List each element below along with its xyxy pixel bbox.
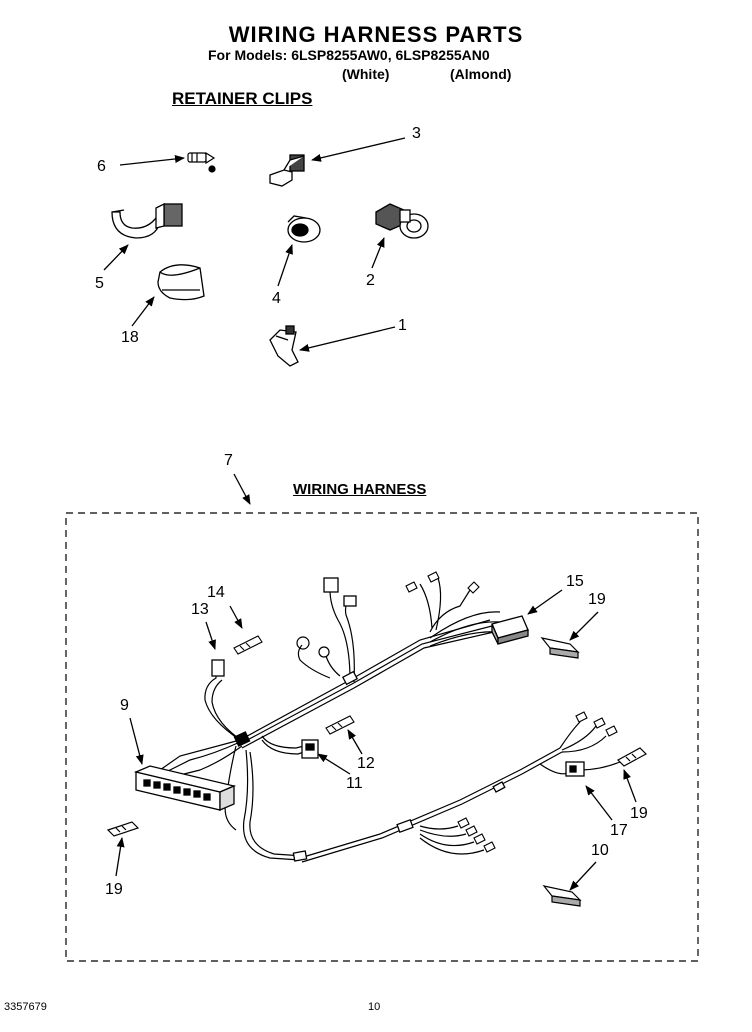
models-line: For Models: 6LSP8255AW0, 6LSP8255AN0 bbox=[208, 47, 490, 63]
callout-13: 13 bbox=[191, 601, 209, 618]
arrow-3 bbox=[311, 137, 406, 162]
callout-2: 2 bbox=[366, 272, 375, 289]
arrow-19-left bbox=[115, 837, 125, 877]
callout-11: 11 bbox=[346, 775, 363, 792]
arrow-9 bbox=[129, 717, 144, 765]
callout-6: 6 bbox=[97, 158, 106, 175]
wiring-harness-heading: WIRING HARNESS bbox=[293, 481, 427, 498]
callout-14: 14 bbox=[207, 584, 225, 601]
part-4-ring-clip bbox=[287, 215, 321, 243]
splice-sleeve-2 bbox=[341, 670, 359, 686]
variant-white: (White) bbox=[342, 66, 390, 82]
arrow-5 bbox=[103, 244, 129, 271]
connector-13 bbox=[211, 659, 225, 677]
callout-18: 18 bbox=[121, 329, 139, 346]
part-1-clip bbox=[269, 325, 299, 367]
page-title: WIRING HARNESS PARTS bbox=[228, 22, 524, 47]
part-3-clip bbox=[269, 154, 305, 187]
callout-4: 4 bbox=[272, 290, 281, 307]
callout-7: 7 bbox=[224, 452, 233, 469]
arrow-19-top bbox=[569, 611, 599, 641]
harness-wires bbox=[159, 577, 631, 863]
terminal-e bbox=[593, 717, 606, 729]
harness-leader-arrows bbox=[115, 473, 637, 891]
terminal-i bbox=[473, 833, 486, 845]
part-12-terminal bbox=[325, 715, 355, 735]
arrow-6 bbox=[119, 155, 185, 166]
terminal-g bbox=[457, 817, 470, 829]
arrow-13 bbox=[205, 621, 216, 650]
page-number: 10 bbox=[368, 1001, 381, 1013]
part-2-clip bbox=[375, 203, 429, 239]
part-19-top bbox=[540, 637, 580, 659]
splice-sleeve-4 bbox=[396, 819, 414, 833]
retainer-clips-heading: RETAINER CLIPS bbox=[172, 89, 313, 108]
connector-11 bbox=[301, 739, 319, 759]
terminal-f bbox=[605, 725, 618, 737]
part-5-clip bbox=[111, 202, 183, 239]
arrow-17 bbox=[585, 785, 613, 821]
arrow-18 bbox=[131, 296, 155, 327]
arrow-10 bbox=[569, 861, 597, 891]
arrow-19-right bbox=[623, 769, 637, 803]
document-number: 3357679 bbox=[4, 1001, 47, 1013]
callout-1: 1 bbox=[398, 317, 407, 334]
terminal-a bbox=[405, 581, 418, 593]
part-10-terminal bbox=[542, 885, 582, 907]
part-14-terminal bbox=[233, 635, 263, 655]
part-19-terminals bbox=[106, 637, 647, 837]
connector-15 bbox=[491, 615, 529, 645]
callout-10: 10 bbox=[591, 842, 609, 859]
callout-12: 12 bbox=[357, 755, 375, 772]
splice-sleeve-1 bbox=[233, 731, 251, 747]
part-19-left bbox=[106, 821, 140, 837]
arrow-1 bbox=[299, 326, 396, 352]
spade-terminals bbox=[405, 571, 618, 853]
connector-top bbox=[323, 577, 339, 593]
retainer-leader-arrows bbox=[103, 137, 406, 352]
harness-dashed-boundary bbox=[65, 512, 699, 962]
arrow-15 bbox=[527, 589, 563, 615]
connector-9 bbox=[133, 765, 237, 811]
arrow-14 bbox=[229, 605, 243, 629]
terminal-d bbox=[575, 711, 588, 723]
connector-top-small bbox=[343, 595, 357, 607]
callout-5: 5 bbox=[95, 275, 104, 292]
arrow-7 bbox=[233, 473, 251, 505]
part-19-right bbox=[617, 747, 647, 767]
arrow-11 bbox=[317, 753, 351, 775]
splice-sleeve-3 bbox=[292, 850, 308, 862]
arrow-12 bbox=[347, 729, 363, 755]
callout-17: 17 bbox=[610, 822, 628, 839]
terminal-b bbox=[427, 571, 440, 583]
callout-3: 3 bbox=[412, 125, 421, 142]
harness-connectors bbox=[133, 577, 585, 862]
terminal-h bbox=[465, 825, 478, 837]
part-6-push-pin bbox=[187, 151, 216, 173]
terminal-c bbox=[467, 581, 480, 594]
callout-19-top: 19 bbox=[588, 591, 606, 608]
terminal-j bbox=[483, 841, 496, 853]
callout-19-left: 19 bbox=[105, 881, 123, 898]
callout-9: 9 bbox=[120, 697, 129, 714]
arrow-2 bbox=[371, 237, 385, 269]
splice-sleeve-5 bbox=[492, 781, 506, 793]
callout-15: 15 bbox=[566, 573, 584, 590]
part-18-sleeve bbox=[157, 264, 205, 301]
variant-almond: (Almond) bbox=[450, 66, 512, 82]
callout-19-right: 19 bbox=[630, 805, 648, 822]
connector-17 bbox=[565, 761, 585, 777]
arrow-4 bbox=[277, 244, 293, 287]
